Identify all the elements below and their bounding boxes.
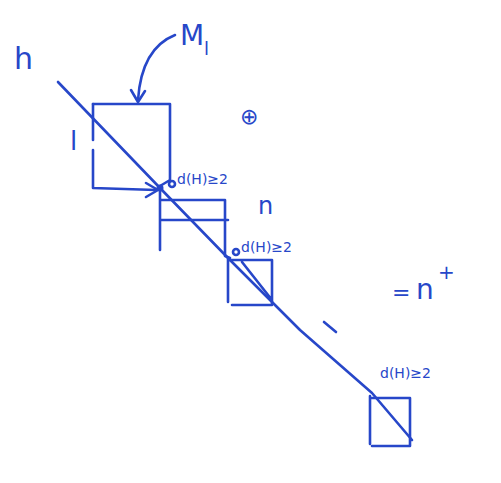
equals-sign: = bbox=[392, 282, 410, 304]
variable-label: n bbox=[416, 276, 434, 304]
square-outline bbox=[92, 104, 95, 140]
vertex-dot bbox=[157, 185, 164, 192]
square-outline bbox=[160, 190, 230, 258]
variable-label: n bbox=[258, 194, 273, 218]
vertex-dot bbox=[233, 249, 239, 255]
symbol-label: ⊕ bbox=[240, 106, 258, 128]
vertex-dot bbox=[169, 181, 175, 187]
variable-label: M bbox=[180, 22, 204, 50]
leader-arrow bbox=[138, 35, 175, 100]
condition-label: d(H)≥2 bbox=[177, 172, 228, 186]
diagonal-line bbox=[58, 82, 412, 440]
condition-label: d(H)≥2 bbox=[241, 240, 292, 254]
condition-label: d(H)≥2 bbox=[380, 366, 431, 380]
arrow-head bbox=[146, 183, 158, 197]
square-outline bbox=[228, 258, 272, 305]
square-outline bbox=[93, 104, 170, 186]
arrow-head bbox=[131, 90, 145, 102]
subscript-label: l bbox=[204, 40, 209, 58]
square-outline bbox=[370, 396, 410, 446]
superscript-label: + bbox=[438, 262, 455, 282]
dash-mark bbox=[324, 322, 336, 332]
variable-label: l bbox=[70, 128, 77, 154]
variable-label: h bbox=[14, 44, 33, 74]
